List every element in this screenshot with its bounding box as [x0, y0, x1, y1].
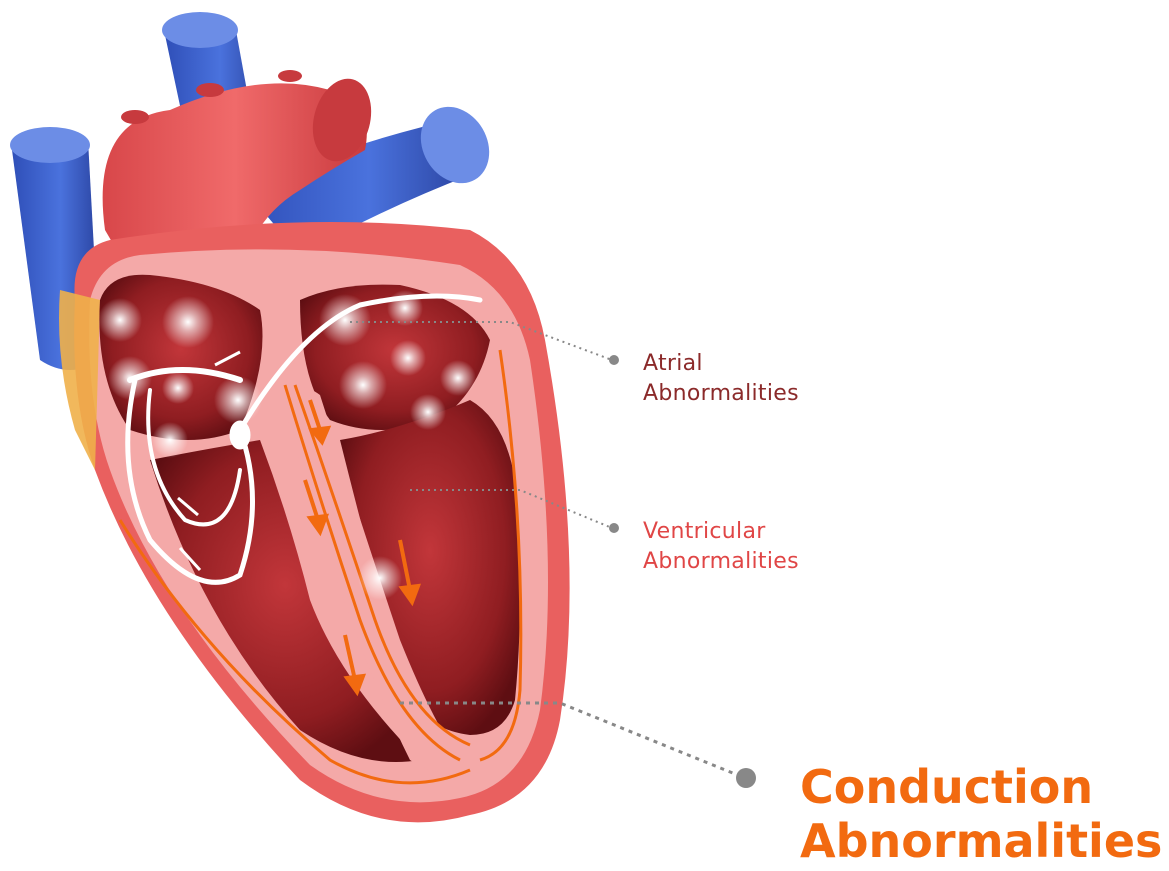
- ventricular-label-line2: Abnormalities: [643, 547, 799, 577]
- conduction-label-line1: Conduction: [800, 760, 1162, 814]
- ventricular-abnormalities-label: Ventricular Abnormalities: [643, 517, 799, 577]
- atrial-abnormalities-label: Atrial Abnormalities: [643, 349, 799, 409]
- leader-dot-conduction: [736, 768, 756, 788]
- right-atrium-wall: [59, 290, 100, 470]
- atrial-label-line2: Abnormalities: [643, 379, 799, 409]
- ventricular-label-line1: Ventricular: [643, 517, 799, 547]
- conduction-abnormalities-label: Conduction Abnormalities: [800, 760, 1162, 868]
- atrial-label-line1: Atrial: [643, 349, 799, 379]
- leader-dot-ventricular: [609, 523, 619, 533]
- conduction-label-line2: Abnormalities: [800, 814, 1162, 868]
- leader-dot-atrial: [609, 355, 619, 365]
